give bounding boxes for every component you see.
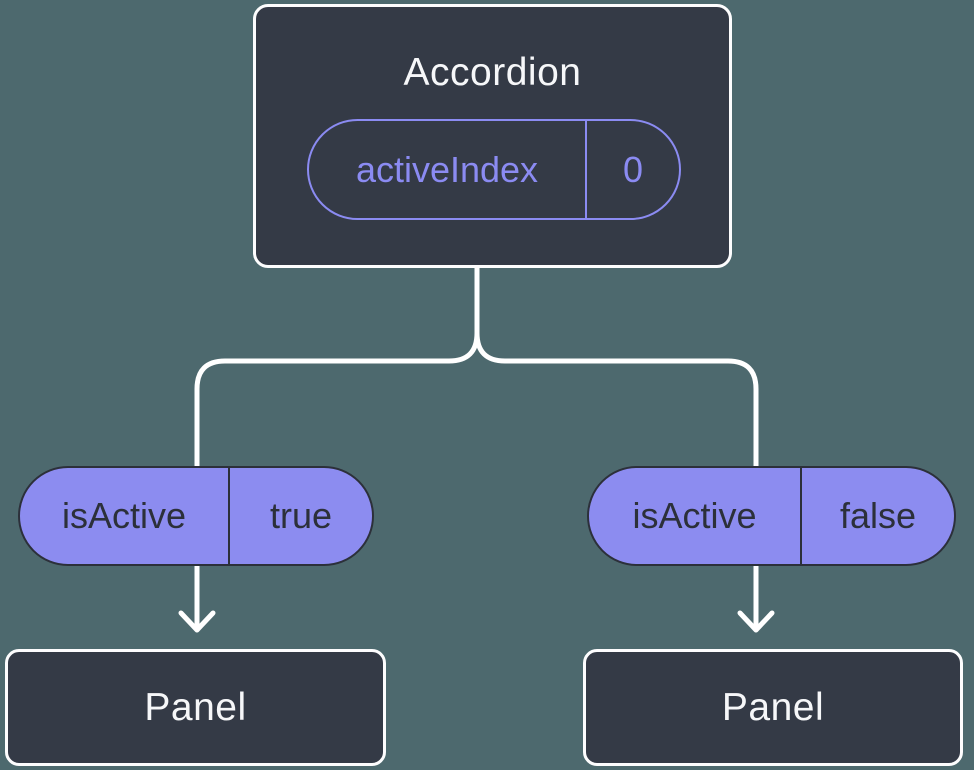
panel-title: Panel xyxy=(721,685,825,729)
pill-divider xyxy=(228,468,230,564)
connector-left-branch xyxy=(194,265,480,470)
root-component-node: Accordion activeIndex 0 xyxy=(253,4,732,268)
prop-name: activeIndex xyxy=(355,148,539,190)
panel-node-right: Panel xyxy=(583,649,963,766)
state-pill-right: isActive false xyxy=(587,466,956,566)
root-component-title: Accordion xyxy=(403,51,582,94)
left-arrow-down-icon xyxy=(178,610,216,633)
pill-divider xyxy=(800,468,802,564)
state-value: true xyxy=(269,495,333,536)
right-arrow-down-icon xyxy=(737,610,775,633)
connector-right-branch xyxy=(474,265,759,470)
prop-value: 0 xyxy=(622,148,644,190)
pill-divider xyxy=(585,121,587,218)
state-name: isActive xyxy=(632,495,757,536)
panel-node-left: Panel xyxy=(5,649,386,766)
panel-title: Panel xyxy=(144,685,247,729)
state-name: isActive xyxy=(61,495,187,536)
prop-pill: activeIndex 0 xyxy=(307,119,681,220)
state-pill-left: isActive true xyxy=(18,466,374,566)
state-value: false xyxy=(839,495,917,536)
